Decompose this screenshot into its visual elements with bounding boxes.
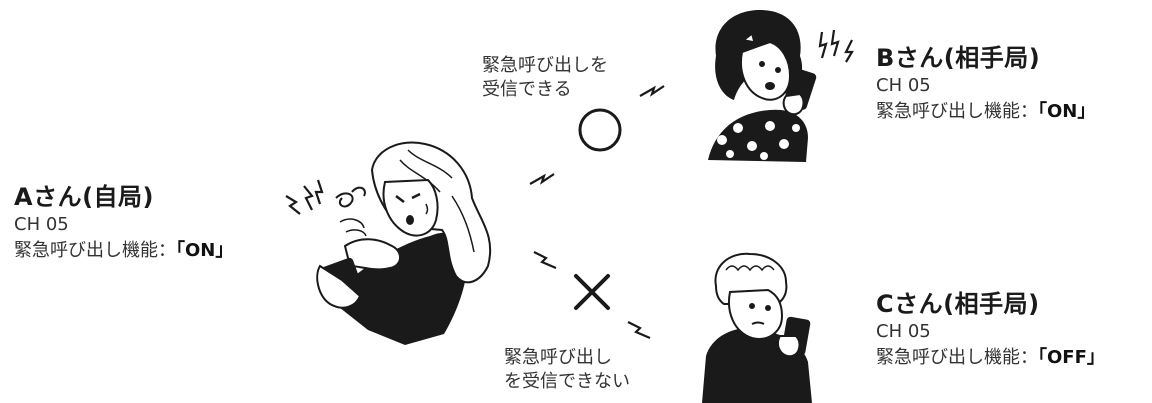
person-c-name: Cさん(相手局) bbox=[876, 290, 1040, 318]
person-c-channel: CH 05 bbox=[876, 321, 931, 342]
person-b-function-value: 「ON」 bbox=[1038, 101, 1096, 122]
person-b-channel: CH 05 bbox=[876, 75, 931, 96]
person-a-function-label: 緊急呼び出し機能： bbox=[14, 240, 176, 261]
person-a-illustration bbox=[285, 141, 492, 345]
person-b-name: Bさん(相手局) bbox=[876, 44, 1041, 72]
person-c-function-label: 緊急呼び出し機能： bbox=[876, 347, 1038, 368]
person-c-info: Cさん(相手局) CH 05 緊急呼び出し機能：「OFF」 bbox=[876, 284, 1105, 371]
person-a-info: Aさん(自局) CH 05 緊急呼び出し機能：「ON」 bbox=[14, 177, 233, 264]
not-receivable-caption: 緊急呼び出し を受信できない bbox=[504, 346, 630, 394]
person-c-function-value: 「OFF」 bbox=[1038, 347, 1105, 368]
signal-to-b bbox=[529, 85, 665, 185]
not-receivable-caption-line1: 緊急呼び出し bbox=[504, 347, 612, 368]
person-a-function: 緊急呼び出し機能：「ON」 bbox=[14, 238, 233, 264]
person-b-illustration bbox=[708, 10, 854, 162]
not-receivable-cross-symbol bbox=[574, 274, 610, 310]
receivable-caption-line1: 緊急呼び出しを bbox=[482, 55, 608, 76]
person-a-channel: CH 05 bbox=[14, 214, 69, 235]
person-c-function: 緊急呼び出し機能：「OFF」 bbox=[876, 345, 1105, 371]
receivable-circle-symbol bbox=[578, 108, 622, 152]
receivable-caption-line2: 受信できる bbox=[482, 79, 572, 100]
not-receivable-caption-line2: を受信できない bbox=[504, 371, 630, 392]
person-a-function-value: 「ON」 bbox=[176, 240, 234, 261]
receivable-caption: 緊急呼び出しを 受信できる bbox=[482, 54, 608, 102]
person-c-illustration bbox=[702, 252, 812, 403]
person-b-function: 緊急呼び出し機能：「ON」 bbox=[876, 99, 1095, 125]
person-b-info: Bさん(相手局) CH 05 緊急呼び出し機能：「ON」 bbox=[876, 38, 1095, 125]
signal-to-c bbox=[533, 251, 651, 340]
person-b-function-label: 緊急呼び出し機能： bbox=[876, 101, 1038, 122]
person-a-name: Aさん(自局) bbox=[14, 183, 155, 211]
